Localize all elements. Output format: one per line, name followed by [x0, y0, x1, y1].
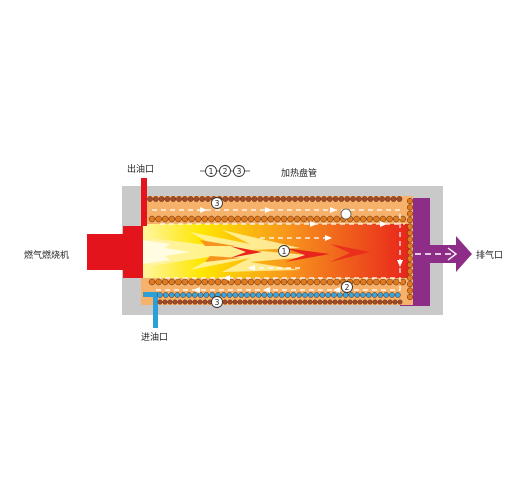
legend-item-2: 2 [219, 165, 231, 177]
exhaust-duct [400, 198, 472, 306]
coil-rows [147, 196, 414, 305]
flow-arrowheads [193, 207, 403, 293]
svg-text:3: 3 [215, 298, 220, 307]
oil-outlet-label: 出油口 [127, 165, 155, 175]
burner-label: 燃气燃烧机 [24, 251, 70, 261]
coil-row-bottom-inner [148, 278, 407, 286]
marker-1: 1 [278, 245, 290, 257]
legend-item-1: 1 [205, 165, 217, 177]
svg-text:2: 2 [345, 283, 350, 292]
svg-text:3: 3 [215, 199, 220, 208]
oil-inlet-pipe [143, 292, 158, 328]
coil-row-bottom-outer [157, 292, 401, 298]
svg-text:1: 1 [209, 167, 214, 176]
marker-3-top: 3 [211, 197, 223, 209]
exhaust-label: 排气口 [476, 251, 504, 261]
coil-label: 加热盘管 [281, 169, 318, 179]
marker-2: 2 [341, 281, 353, 293]
legend: 1 2 3 [200, 165, 250, 177]
circle-sensor-icon [340, 208, 352, 220]
flow-arrows [152, 209, 405, 291]
flame-icon [150, 230, 370, 272]
marker-3-bottom: 3 [211, 296, 223, 308]
oil-outlet-pipe [141, 178, 147, 226]
svg-text:1: 1 [282, 247, 287, 256]
burner [87, 226, 143, 278]
legend-item-3: 3 [233, 165, 245, 177]
svg-text:2: 2 [223, 167, 228, 176]
oil-inlet-label: 进油口 [141, 333, 169, 343]
coil-row-top-outer [147, 196, 403, 202]
coil-row-top-inner [148, 215, 407, 223]
coil-column-right [406, 197, 414, 301]
svg-text:3: 3 [237, 167, 242, 176]
coil-row-bottom-base [157, 299, 403, 305]
